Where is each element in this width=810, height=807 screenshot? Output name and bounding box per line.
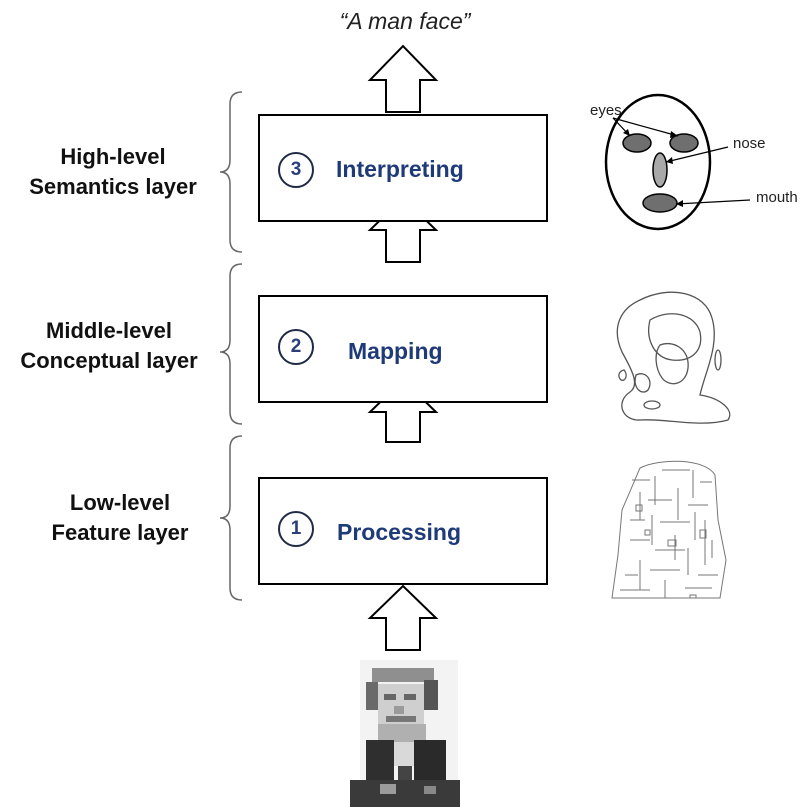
bracket-high (219, 91, 243, 253)
layer-level-high: High-level (60, 144, 166, 169)
nose-label: nose (733, 135, 766, 152)
pixel-portrait (350, 660, 460, 807)
layer-label-high: High-level Semantics layer (18, 142, 208, 202)
mouth-label: mouth (756, 189, 798, 206)
arrow-input (367, 584, 439, 651)
interpreting-label: Interpreting (336, 156, 464, 182)
mapping-label: Mapping (348, 338, 443, 364)
layer-level-middle: Middle-level (46, 318, 172, 343)
output-label: “A man face” (339, 8, 471, 34)
layer-name-high: Semantics layer (29, 174, 197, 199)
step-2-badge: 2 (278, 329, 314, 365)
bracket-middle (219, 263, 243, 425)
mouth-shape (642, 193, 678, 213)
right-eye (669, 133, 699, 153)
layer-name-middle: Conceptual layer (20, 348, 198, 373)
bracket-low (219, 435, 243, 601)
nose-shape (652, 152, 668, 188)
contour-map (616, 291, 731, 424)
box-mapping: 2 Mapping (258, 295, 548, 403)
box-processing: 1 Processing (258, 477, 548, 585)
processing-label: Processing (337, 519, 461, 545)
layer-label-middle: Middle-level Conceptual layer (6, 316, 212, 376)
box-interpreting: 3 Interpreting (258, 114, 548, 222)
step-3-badge: 3 (278, 152, 314, 188)
left-eye (622, 133, 652, 153)
step-1-badge: 1 (278, 511, 314, 547)
face-sketch (604, 93, 751, 231)
layer-label-low: Low-level Feature layer (30, 488, 210, 548)
eyes-label: eyes (590, 102, 622, 119)
layer-level-low: Low-level (69, 490, 171, 515)
layer-name-low: Feature layer (51, 520, 189, 545)
edge-map (611, 460, 727, 599)
arrow-output (367, 44, 439, 113)
